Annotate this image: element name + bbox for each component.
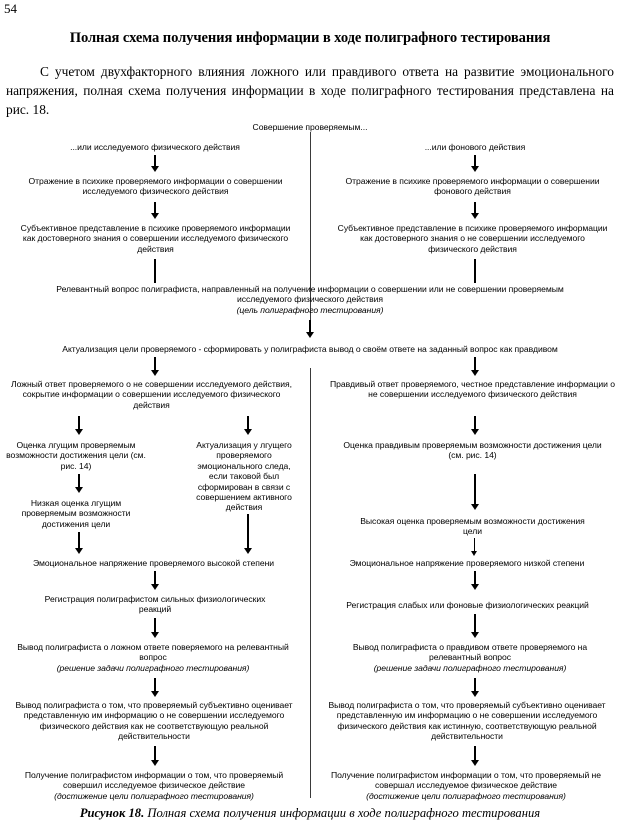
node-left-6: Низкая оценка лгущим проверяемым возможн…: [21, 498, 131, 529]
node-left-4: Ложный ответ проверяемого о не совершени…: [11, 379, 292, 410]
branch-divider-lower: [310, 368, 311, 798]
node-right-9: Вывод полиграфиста о правдивом ответе пр…: [330, 642, 610, 673]
figure-caption-label: Рисунок 18.: [79, 806, 145, 820]
left-9-main: Вывод полиграфиста о ложном ответе повер…: [17, 642, 289, 663]
node-right-7: Эмоциональное напряжение проверяемого ни…: [349, 558, 585, 568]
connector-right-3: [474, 259, 476, 283]
node-header-совершение: Совершение проверяемым...: [252, 122, 368, 132]
arrow-right-2: [470, 202, 481, 219]
arrow-left-5: [74, 416, 85, 435]
arrow-left-10: [150, 678, 161, 697]
relevant-question-goal: (цель полиграфного тестирования): [236, 304, 384, 315]
node-left-11: Получение полиграфистом информации о том…: [6, 770, 302, 801]
arrow-middle-1: [243, 416, 254, 435]
node-right-10: Вывод полиграфиста о том, что проверяемы…: [328, 700, 606, 742]
intro-paragraph: С учетом двухфакторного влияния ложного …: [6, 64, 614, 117]
left-11-main: Получение полиграфистом информации о том…: [24, 770, 284, 791]
arrow-left-11: [150, 746, 161, 766]
figure-caption: Рисунок 18. Полная схема получения инфор…: [20, 806, 600, 821]
node-left-9: Вывод полиграфиста о ложном ответе повер…: [8, 642, 298, 673]
left-11-italic: (достижение цели полиграфного тестирован…: [54, 790, 254, 801]
node-right-2: Отражение в психике проверяемого информа…: [345, 176, 600, 197]
arrow-right-11: [470, 746, 481, 766]
arrow-right-5: [470, 416, 481, 435]
arrow-right-9: [470, 614, 481, 638]
arrow-right-4: [470, 357, 481, 376]
branch-divider-upper: [310, 132, 311, 328]
figure-caption-text: Полная схема получения информации в ходе…: [144, 806, 541, 820]
arrow-left-2: [150, 202, 161, 219]
node-right-1: ...или фонового действия: [424, 142, 526, 152]
node-left-1: ...или исследуемого физического действия: [70, 142, 240, 152]
right-9-italic: (решение задачи полиграфного тестировани…: [373, 662, 567, 673]
node-left-2: Отражение в психике проверяемого информа…: [28, 176, 283, 197]
node-right-3: Субъективное представление в психике про…: [337, 223, 608, 254]
arrow-left-1: [150, 155, 161, 172]
node-middle-1: Актуализация у лгущего проверяемого эмоц…: [196, 440, 292, 513]
left-9-italic: (решение задачи полиграфного тестировани…: [56, 662, 250, 673]
node-center-relevant-question: Релевантный вопрос полиграфиста, направл…: [55, 284, 565, 315]
arrow-left-4: [150, 357, 161, 376]
node-right-11: Получение полиграфистом информации о том…: [316, 770, 616, 801]
right-11-italic: (достижение цели полиграфного тестирован…: [366, 790, 566, 801]
flowchart: Совершение проверяемым... ...или исследу…: [0, 118, 620, 801]
arrow-right-6: [470, 474, 481, 510]
right-9-main: Вывод полиграфиста о правдивом ответе пр…: [352, 642, 588, 663]
node-center-actualization: Актуализация цели проверяемого - сформир…: [62, 344, 558, 354]
node-left-10: Вывод полиграфиста о том, что проверяемы…: [15, 700, 293, 742]
connector-left-3: [154, 259, 156, 283]
arrow-middle-2: [243, 514, 254, 554]
node-left-5: Оценка лгущим проверяемым возможности до…: [6, 440, 146, 471]
node-right-4: Правдивый ответ проверяемого, честное пр…: [330, 379, 615, 400]
node-left-8: Регистрация полиграфистом сильных физиол…: [44, 594, 266, 615]
arrow-left-9: [150, 618, 161, 638]
arrow-left-7: [74, 532, 85, 554]
right-11-main: Получение полиграфистом информации о том…: [331, 770, 601, 791]
arrow-right-1: [470, 155, 481, 172]
relevant-question-main: Релевантный вопрос полиграфиста, направл…: [56, 284, 564, 305]
arrow-center-relevant: [305, 320, 316, 338]
arrow-left-8: [150, 571, 161, 590]
page-number: 54: [4, 1, 17, 16]
page-title: Полная схема получения информации в ходе…: [69, 30, 551, 46]
arrow-right-7: [469, 538, 480, 556]
arrow-left-6: [74, 474, 85, 493]
node-right-6: Высокая оценка проверяемым возможности д…: [360, 516, 585, 537]
arrow-right-8: [470, 571, 481, 590]
node-right-5: Оценка правдивым проверяемым возможности…: [343, 440, 602, 461]
arrow-right-10: [470, 678, 481, 697]
node-right-8: Регистрация слабых или фоновые физиологи…: [346, 600, 589, 610]
node-left-3: Субъективное представление в психике про…: [20, 223, 291, 254]
node-left-7: Эмоциональное напряжение проверяемого вы…: [32, 558, 275, 568]
